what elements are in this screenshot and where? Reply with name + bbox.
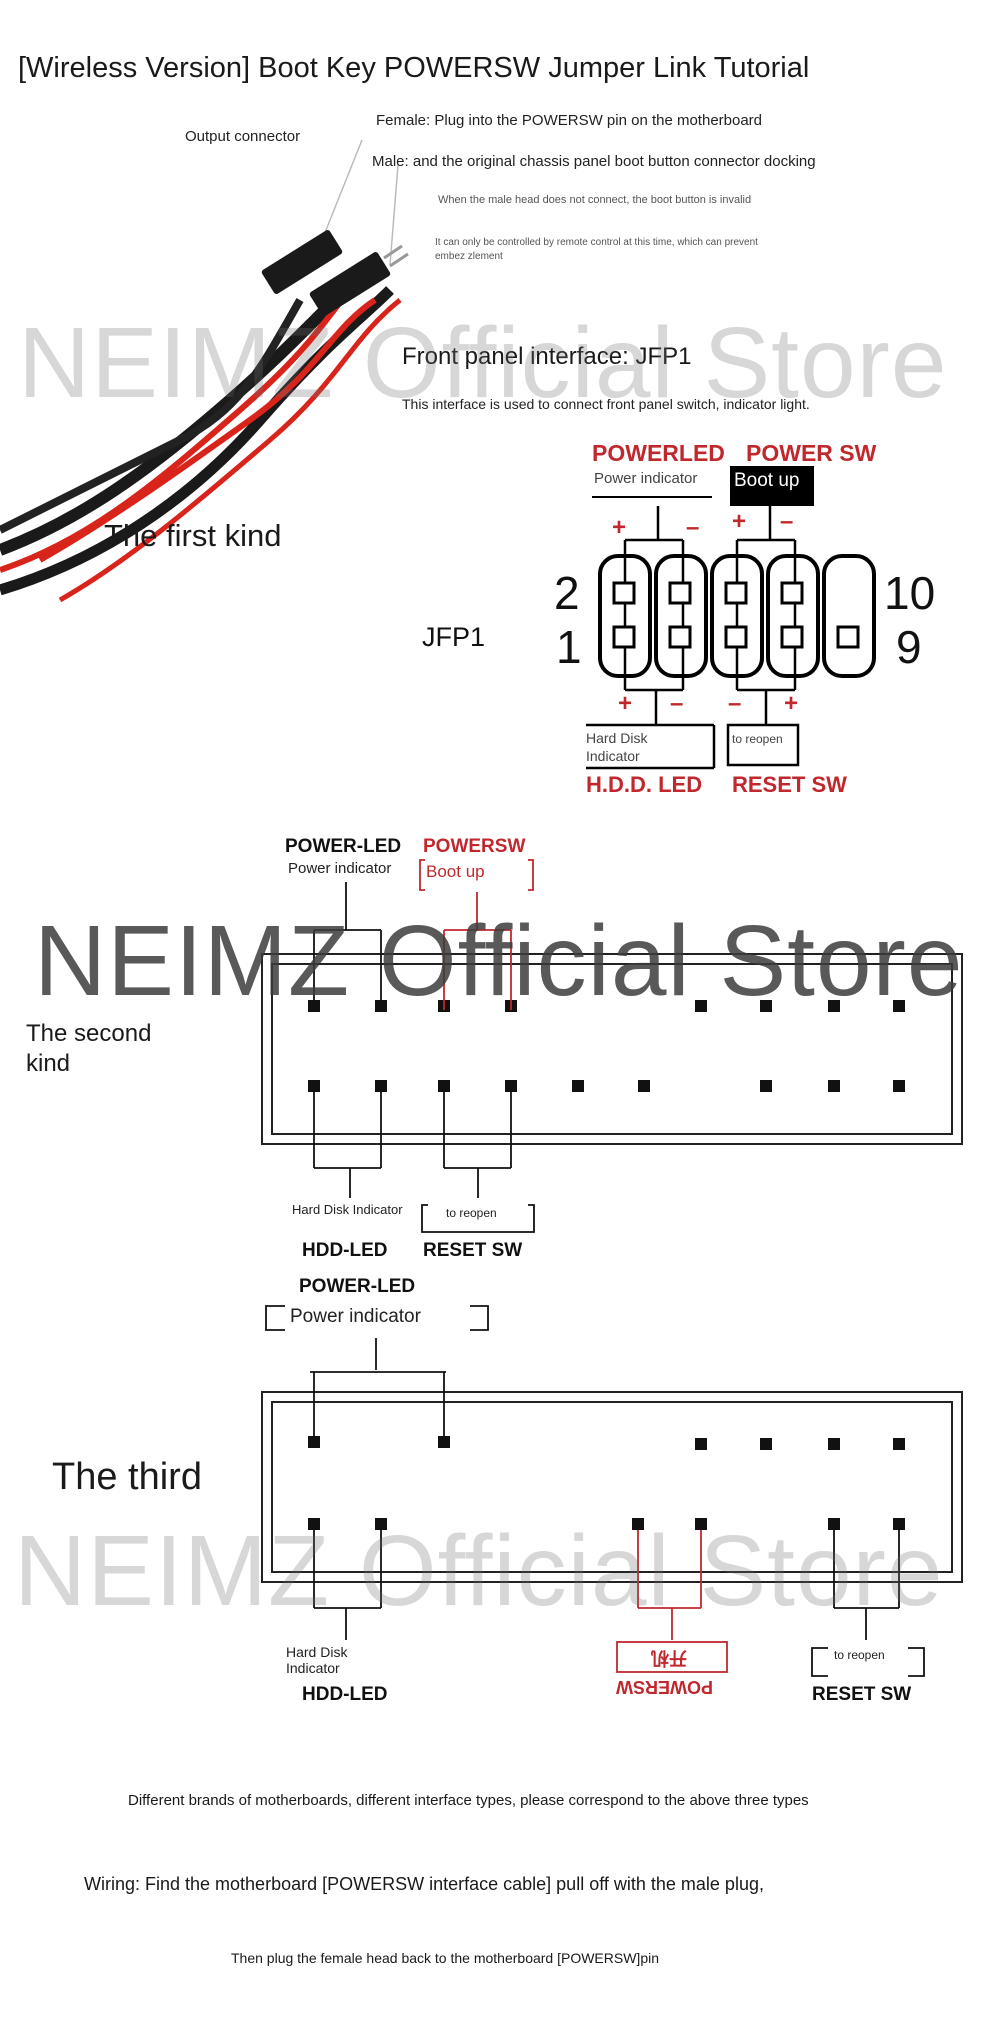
second-kind-line1: The second	[26, 1020, 152, 1047]
watermark-3: NEIMZ Official Store	[14, 1515, 944, 1627]
powerled-label: POWERLED	[592, 440, 725, 466]
male-pointer-line	[389, 164, 399, 266]
second-kind-bottom-pins	[308, 1080, 905, 1092]
to-reopen-label: to reopen	[732, 732, 783, 746]
power-indicator-label-2: Power indicator	[288, 860, 392, 877]
pin-label-9: 9	[896, 621, 922, 673]
minus-sign-4: –	[728, 690, 742, 717]
footer-line1: Different brands of motherboards, differ…	[128, 1792, 809, 1809]
hdd-led-label-2: HDD-LED	[302, 1240, 388, 1261]
front-panel-title: Front panel interface: JFP1	[402, 343, 692, 370]
power-sw-label: POWER SW	[746, 440, 877, 466]
front-panel-desc: This interface is used to connect front …	[402, 396, 810, 412]
to-reopen-label-3: to reopen	[834, 1648, 885, 1662]
minus-sign-2: –	[780, 508, 794, 535]
minus-sign-3: –	[670, 690, 684, 717]
power-indicator-label-3: Power indicator	[290, 1306, 421, 1327]
note-small-2: It can only be controlled by remote cont…	[435, 237, 758, 248]
third-kind-top-pins	[308, 1436, 905, 1450]
pin-label-2: 2	[554, 567, 580, 619]
boot-up-label: Boot up	[734, 470, 800, 491]
hdd-indicator-line1-3: Hard Disk	[286, 1644, 348, 1660]
powersw-mirrored-label: POWERSW	[616, 1677, 713, 1697]
output-connector-label: Output connector	[185, 128, 301, 145]
male-pin-1	[383, 244, 403, 260]
plus-sign-4: +	[784, 690, 799, 717]
hdd-indicator-line2: Indicator	[586, 748, 640, 764]
reset-sw-label-3: RESET SW	[812, 1684, 912, 1705]
output-pointer-line	[317, 139, 363, 251]
reset-sw-label: RESET SW	[732, 772, 847, 797]
jfp1-pins	[612, 581, 860, 649]
pin-label-10: 10	[884, 567, 936, 619]
to-reopen-label-2: to reopen	[446, 1206, 497, 1220]
reset-sw-label-2: RESET SW	[423, 1240, 523, 1261]
hdd-led-label: H.D.D. LED	[586, 772, 703, 797]
boot-cn-label: 开机	[651, 1648, 687, 1668]
second-kind-line2: kind	[26, 1050, 71, 1077]
plus-sign-3: +	[618, 690, 633, 717]
male-pin-2	[389, 252, 409, 268]
hdd-indicator-line2-3: Indicator	[286, 1660, 340, 1676]
watermark-1: NEIMZ Official Store	[18, 307, 948, 419]
plus-sign-2: +	[732, 508, 747, 535]
minus-sign-1: –	[686, 514, 700, 541]
power-led-label-2: POWER-LED	[285, 836, 402, 857]
footer-line3: Then plug the female head back to the mo…	[231, 1950, 660, 1966]
watermark-2: NEIMZ Official Store	[34, 905, 964, 1017]
hdd-indicator-line1: Hard Disk	[586, 730, 648, 746]
third-kind-label: The third	[52, 1456, 202, 1498]
note-small-3: embez zlement	[435, 251, 503, 262]
female-note: Female: Plug into the POWERSW pin on the…	[376, 112, 763, 129]
jfp1-pin-columns	[598, 554, 876, 678]
hdd-indicator-label-2: Hard Disk Indicator	[292, 1202, 403, 1217]
hdd-led-label-3: HDD-LED	[302, 1684, 388, 1705]
boot-up-label-2: Boot up	[426, 862, 485, 881]
plus-sign-1: +	[612, 514, 627, 541]
jfp1-label: JFP1	[422, 622, 486, 652]
footer-line2: Wiring: Find the motherboard [POWERSW in…	[84, 1874, 764, 1894]
power-led-label-3: POWER-LED	[299, 1276, 416, 1297]
first-kind-label: The first kind	[104, 518, 282, 553]
pin-label-1: 1	[556, 621, 582, 673]
power-indicator-label: Power indicator	[594, 470, 698, 487]
powersw-label-2: POWERSW	[423, 836, 526, 857]
note-small-1: When the male head does not connect, the…	[438, 194, 752, 206]
male-note: Male: and the original chassis panel boo…	[372, 153, 816, 170]
page-title: [Wireless Version] Boot Key POWERSW Jump…	[18, 52, 810, 84]
female-connector	[261, 230, 343, 294]
